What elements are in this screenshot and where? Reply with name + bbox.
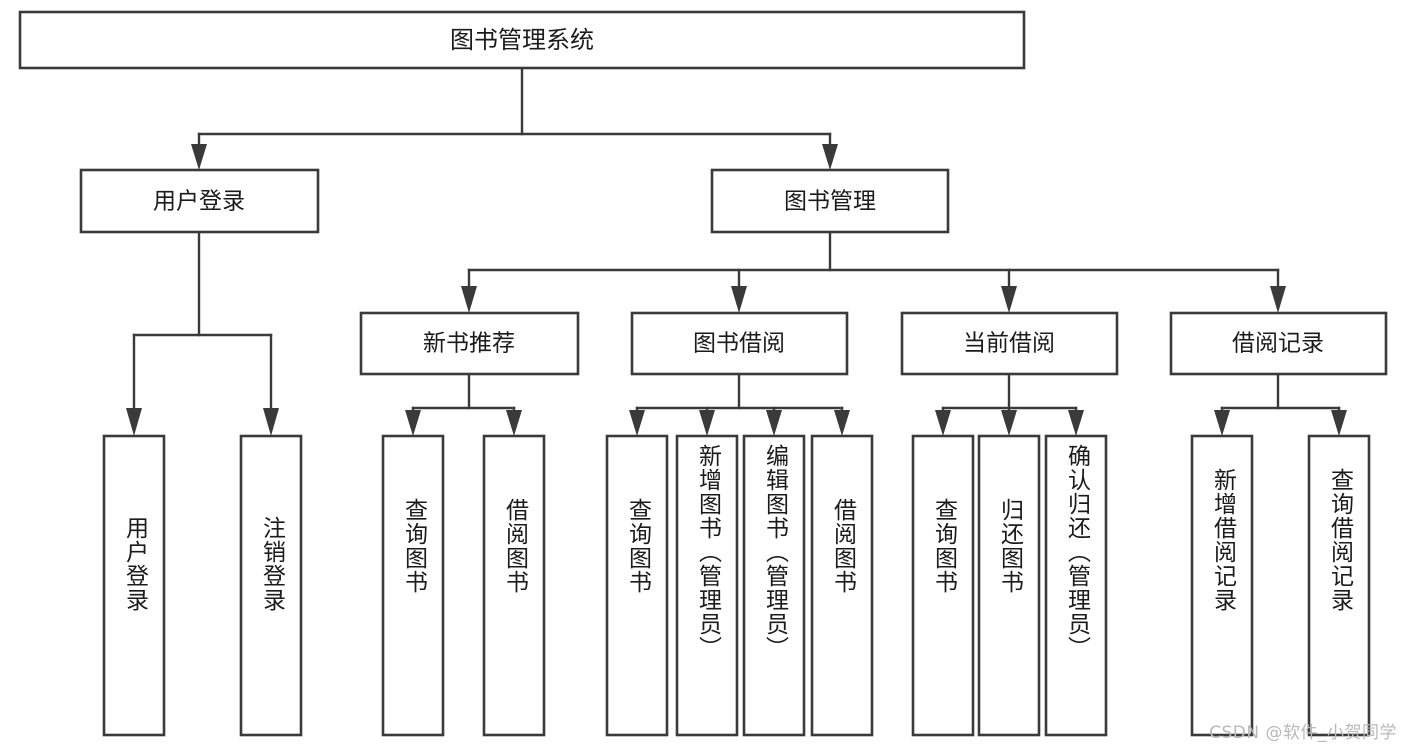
connector-layer — [126, 66, 1347, 436]
arrow-head-user-login-leaf-1 — [126, 408, 142, 436]
node-current-borrow[interactable] — [900, 311, 1119, 376]
csdn-watermark: CSDN @软件_小贺同学 — [1209, 723, 1397, 743]
arrow-head-new-book-rec — [461, 286, 477, 313]
node-leaf-user-login-2[interactable] — [239, 434, 303, 737]
arrow-head-current-leaf-1 — [935, 410, 951, 436]
arrow-head-record-leaf-1 — [1214, 410, 1230, 436]
node-leaf-record-1[interactable] — [1190, 434, 1254, 737]
node-borrow-record-label: 借阅记录 — [1232, 331, 1324, 357]
arrow-head-current-borrow — [1001, 286, 1017, 313]
arrow-head-current-leaf-2 — [1001, 410, 1017, 436]
node-book-borrow-label: 图书借阅 — [693, 331, 785, 357]
node-user-login-label: 用户登录 — [153, 189, 245, 215]
arrow-head-book-borrow — [731, 286, 747, 313]
arrow-head-rec-leaf-1 — [405, 410, 421, 436]
arrow-head-book-mgmt — [822, 144, 838, 170]
arrow-head-user-login — [191, 144, 207, 170]
node-leaf-record-2[interactable] — [1307, 434, 1371, 737]
node-new-book-rec[interactable] — [359, 311, 580, 376]
arrow-head-user-login-leaf-2 — [263, 408, 279, 436]
node-leaf-rec-2[interactable] — [482, 434, 546, 737]
arrow-head-borrow-leaf-2 — [699, 410, 715, 436]
node-new-book-rec-label: 新书推荐 — [423, 331, 515, 357]
arrow-head-record-leaf-2 — [1331, 410, 1347, 436]
node-leaf-borrow-4[interactable] — [810, 434, 874, 737]
node-borrow-record[interactable] — [1169, 311, 1388, 376]
node-layer: 图书管理系统 用户登录 图书管理 新书推荐 图书借阅 当前借阅 借阅记录 — [18, 10, 1388, 737]
node-leaf-rec-1[interactable] — [381, 434, 445, 737]
node-root[interactable] — [18, 10, 1026, 70]
node-leaf-borrow-2[interactable] — [675, 434, 739, 737]
node-leaf-borrow-3[interactable] — [742, 434, 806, 737]
arrow-head-current-leaf-3 — [1068, 410, 1084, 436]
arrow-head-borrow-leaf-4 — [834, 410, 850, 436]
arrow-head-borrow-record — [1270, 286, 1286, 313]
node-user-login[interactable] — [79, 168, 320, 234]
arrow-head-borrow-leaf-1 — [629, 410, 645, 436]
arrow-head-rec-leaf-2 — [506, 410, 522, 436]
node-book-mgmt[interactable] — [710, 168, 950, 234]
node-book-mgmt-label: 图书管理 — [784, 189, 876, 215]
node-leaf-current-2[interactable] — [977, 434, 1041, 737]
node-current-borrow-label: 当前借阅 — [963, 331, 1055, 357]
arrow-head-borrow-leaf-3 — [766, 410, 782, 436]
node-leaf-user-login-1[interactable] — [102, 434, 166, 737]
node-root-label: 图书管理系统 — [450, 26, 594, 54]
node-leaf-current-1[interactable] — [911, 434, 975, 737]
node-leaf-current-3[interactable] — [1044, 434, 1108, 737]
node-leaf-borrow-1[interactable] — [605, 434, 669, 737]
node-book-borrow[interactable] — [630, 311, 849, 376]
